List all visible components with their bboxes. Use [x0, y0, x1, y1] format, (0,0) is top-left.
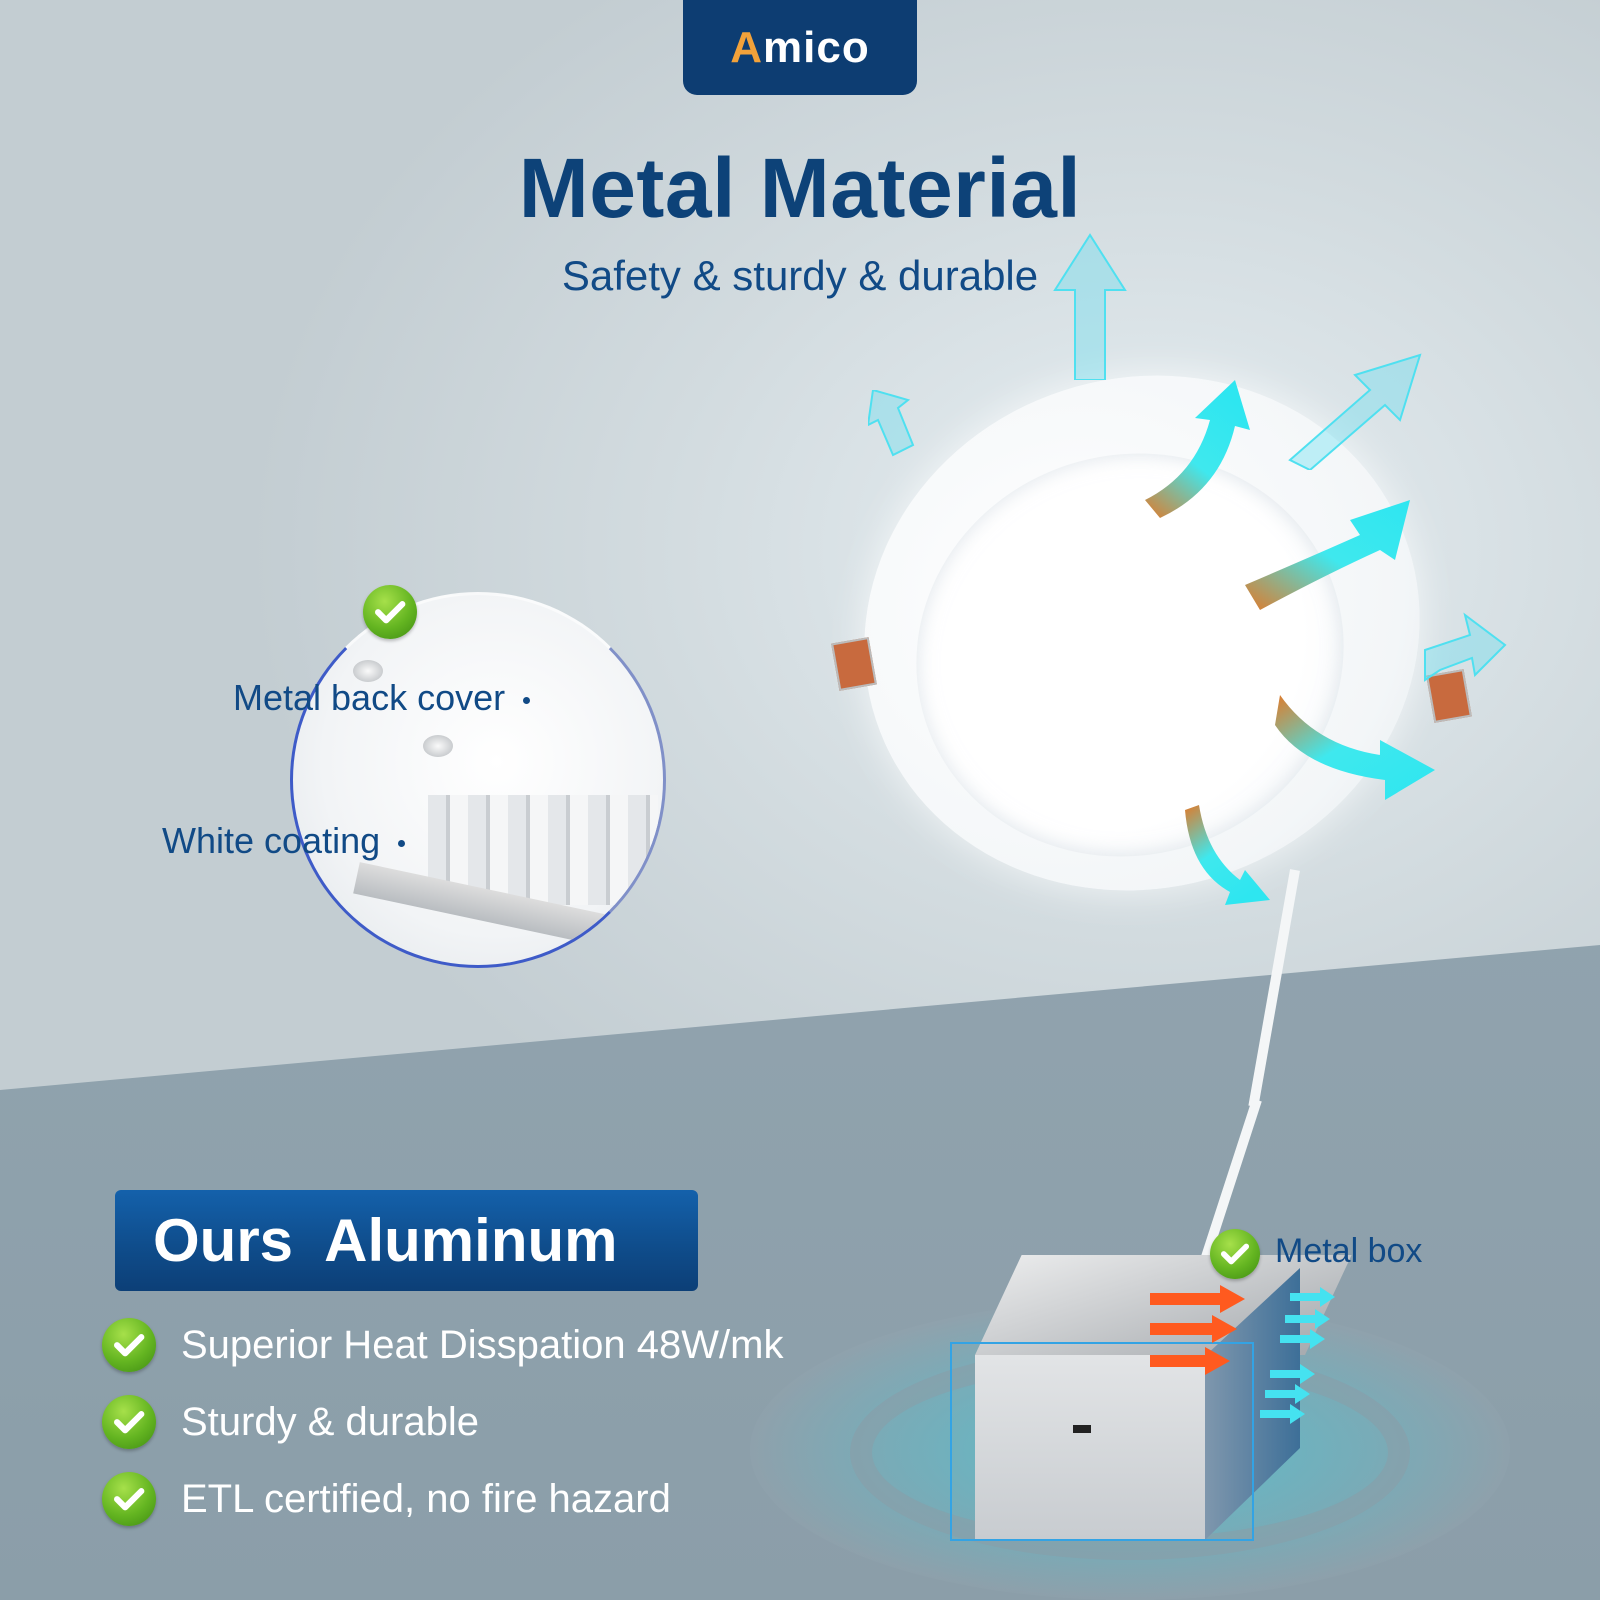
callout-metal-box: Metal box [1275, 1232, 1423, 1270]
check-icon [102, 1395, 156, 1449]
aluminum-heading: Ours Aluminum [153, 1207, 618, 1274]
airflow-arrow-icon [1053, 233, 1127, 380]
callout-metal-back-cover: Metal back cover [233, 677, 531, 719]
check-icon [363, 585, 417, 639]
detail-zoom-lens [290, 592, 666, 968]
feature-text: Superior Heat Disspation 48W/mk [181, 1322, 784, 1367]
logo-wordmark: mico [763, 22, 870, 72]
heat-flow-arrow-icon [1275, 695, 1435, 800]
heat-arrows-icon [1150, 1285, 1245, 1375]
airflow-arrow-icon [868, 390, 915, 457]
page-title: Metal Material [518, 141, 1082, 235]
feature-item: Sturdy & durable [102, 1395, 479, 1449]
feature-item: Superior Heat Disspation 48W/mk [102, 1318, 783, 1372]
brand-logo: Amico [730, 23, 869, 73]
callout-dot [398, 839, 406, 847]
airflow-arrow-icon [1288, 353, 1422, 470]
check-icon [1210, 1229, 1260, 1279]
feature-item: ETL certified, no fire hazard [102, 1472, 671, 1526]
brand-logo-badge: Amico [683, 0, 917, 95]
page-subtitle: Safety & sturdy & durable [561, 252, 1039, 299]
screw-icon [423, 735, 453, 757]
check-icon [102, 1472, 156, 1526]
aluminum-heading-banner: Ours Aluminum [115, 1190, 698, 1291]
heat-flow-arrow-icon [1185, 805, 1270, 905]
cooling-arrows-icon [1260, 1287, 1335, 1424]
heat-flow-arrow-icon [1245, 500, 1410, 610]
logo-letter-a: A [730, 22, 764, 72]
heat-flow-arrow-icon [1145, 380, 1250, 518]
callout-dot [523, 696, 531, 704]
airflow-arrow-icon [1424, 612, 1507, 682]
callout-white-coating: White coating [162, 820, 406, 862]
callout-label: White coating [162, 820, 381, 861]
callout-label: Metal back cover [233, 677, 506, 718]
junction-box-outline [950, 1342, 1254, 1541]
feature-text: Sturdy & durable [181, 1399, 479, 1444]
check-icon [102, 1318, 156, 1372]
screw-icon [353, 660, 383, 682]
junction-box-front [975, 1355, 1205, 1540]
spring-clip-left [831, 637, 877, 691]
knockout-slot [1073, 1425, 1091, 1433]
feature-text: ETL certified, no fire hazard [181, 1476, 671, 1521]
